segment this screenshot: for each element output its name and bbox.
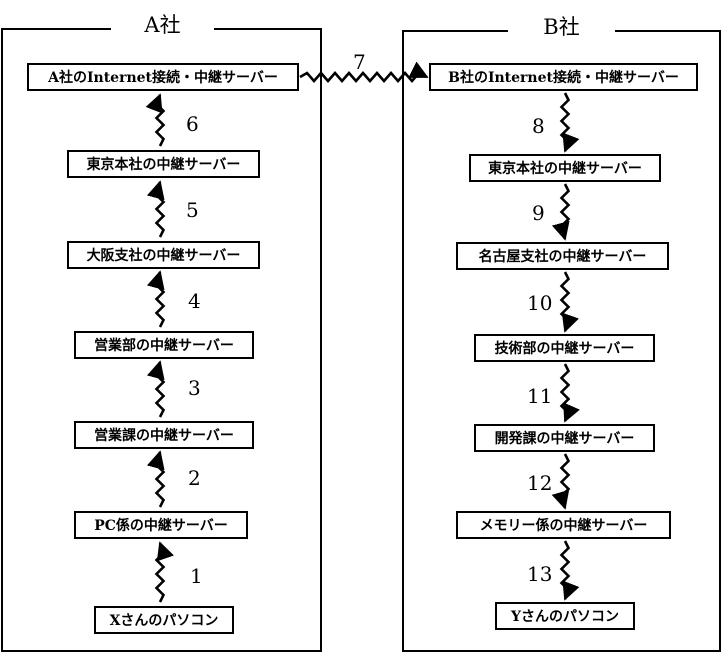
arrow-12 (551, 453, 571, 510)
arrow-11 (559, 363, 580, 423)
company-b-title: B社 (508, 14, 615, 40)
b-internet-relay-server: B社のInternet接続・中継サーバー (429, 63, 698, 91)
a-internet-relay-server: A社のInternet接続・中継サーバー (27, 63, 299, 91)
y-pc: Yさんのパソコン (495, 602, 635, 630)
step-3-label: 3 (188, 376, 201, 400)
a-osaka-branch-relay-server: 大阪支社の中継サーバー (67, 241, 260, 269)
arrow-5 (146, 180, 166, 238)
step-9-label: 9 (532, 201, 545, 225)
step-11-label: 11 (527, 384, 553, 408)
x-pc: Xさんのパソコン (94, 606, 234, 634)
b-development-section-relay-server: 開発課の中継サーバー (474, 424, 655, 452)
a-tokyo-hq-relay-server: 東京本社の中継サーバー (67, 150, 260, 178)
b-engineering-dept-relay-server: 技術部の中継サーバー (474, 334, 655, 362)
step-2-label: 2 (188, 466, 201, 490)
a-sales-dept-relay-server: 営業部の中継サーバー (74, 331, 254, 359)
arrow-6 (145, 93, 166, 147)
arrow-13 (559, 540, 580, 601)
b-tokyo-hq-relay-server: 東京本社の中継サーバー (469, 154, 661, 182)
arrow-2 (146, 450, 166, 508)
arrow-1 (154, 541, 175, 603)
step-7-label: 7 (353, 50, 366, 74)
step-4-label: 4 (188, 289, 201, 313)
company-a-title: A社 (111, 12, 214, 38)
a-pc-team-relay-server: PC係の中継サーバー (74, 511, 248, 539)
arrow-4 (146, 270, 166, 328)
arrow-3 (146, 360, 166, 418)
a-sales-section-relay-server: 営業課の中継サーバー (74, 421, 254, 449)
step-5-label: 5 (186, 198, 199, 222)
b-memory-team-relay-server: メモリー係の中継サーバー (456, 511, 671, 539)
step-13-label: 13 (527, 562, 553, 586)
arrow-9 (551, 183, 571, 241)
arrow-8 (559, 92, 580, 153)
step-10-label: 10 (527, 291, 553, 315)
step-1-label: 1 (190, 564, 203, 588)
arrow-10 (559, 271, 580, 333)
step-6-label: 6 (186, 112, 199, 136)
step-8-label: 8 (532, 114, 545, 138)
b-nagoya-branch-relay-server: 名古屋支社の中継サーバー (456, 242, 669, 270)
step-12-label: 12 (527, 471, 553, 495)
